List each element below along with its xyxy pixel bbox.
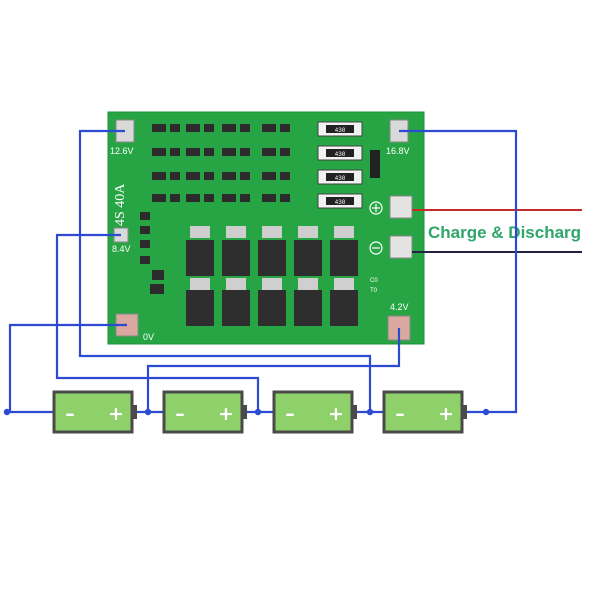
battery-cell-2: – + bbox=[162, 390, 247, 434]
cell-plus-sign: + bbox=[108, 403, 124, 425]
cell-plus-sign: + bbox=[218, 403, 234, 425]
resistor-code-3: 430 bbox=[335, 175, 346, 182]
charge-discharge-label: Charge & Discharg bbox=[428, 223, 581, 242]
label-8v4: 8.4V bbox=[112, 244, 131, 254]
resistor-code-4: 430 bbox=[335, 199, 346, 206]
label-4v2: 4.2V bbox=[390, 302, 409, 312]
cell-plus-sign: + bbox=[328, 403, 344, 425]
minus-marking bbox=[369, 241, 383, 255]
label-0v: 0V bbox=[143, 332, 154, 342]
junction-dots bbox=[3, 408, 490, 416]
plus-marking bbox=[369, 201, 383, 215]
code-c0: C0 bbox=[370, 278, 378, 284]
shunt-resistors: 430 430 430 430 bbox=[317, 121, 363, 209]
cell-plus-sign: + bbox=[438, 403, 454, 425]
resistor-code-1: 430 bbox=[335, 127, 346, 134]
label-16v8: 16.8V bbox=[386, 146, 410, 156]
battery-cell-4: – + bbox=[382, 390, 467, 434]
code-t0: T0 bbox=[370, 288, 378, 294]
cell-minus-sign: – bbox=[175, 403, 185, 425]
cell-minus-sign: – bbox=[65, 403, 75, 425]
balance-wires bbox=[8, 129, 518, 414]
mosfet-array bbox=[186, 226, 358, 326]
pad-output-minus bbox=[389, 235, 413, 259]
cell-minus-sign: – bbox=[285, 403, 295, 425]
pad-output-plus bbox=[389, 195, 413, 219]
battery-cell-3: – + bbox=[272, 390, 357, 434]
smd-component-rows bbox=[140, 124, 290, 294]
resistor-code-2: 430 bbox=[335, 151, 346, 158]
board-model-text: 4S 40A bbox=[113, 183, 128, 226]
fuse-component bbox=[370, 150, 380, 178]
cell-minus-sign: – bbox=[395, 403, 405, 425]
battery-cell-1: – + bbox=[52, 390, 137, 434]
label-12v6: 12.6V bbox=[110, 146, 134, 156]
